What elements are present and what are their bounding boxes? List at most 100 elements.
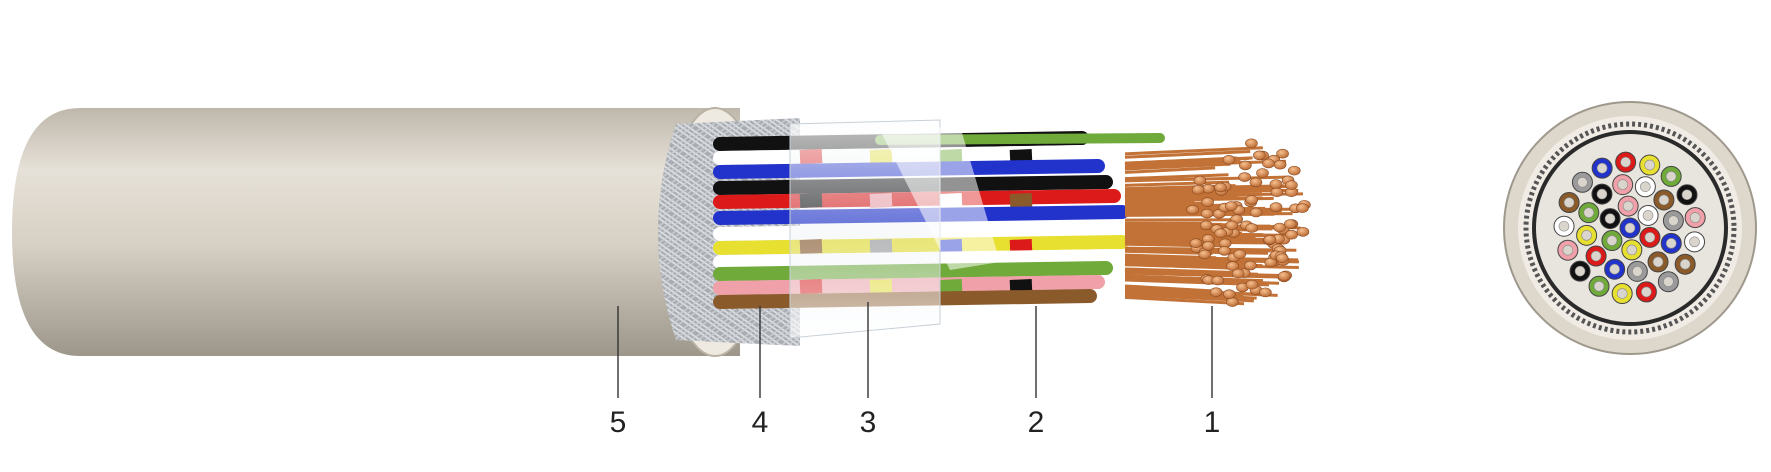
cross-section-conductor <box>1609 263 1620 275</box>
conductor-end <box>1218 246 1231 256</box>
conductor-strand <box>1124 159 1286 168</box>
callout-label-2: 2 <box>1028 406 1045 439</box>
conductor-end <box>1222 289 1236 299</box>
cross-section-conductor <box>1658 194 1670 206</box>
conductor-end <box>1256 168 1269 178</box>
conductor-strand <box>1124 201 1213 206</box>
cross-section-conductor <box>1562 244 1574 256</box>
cross-section-conductor <box>1642 210 1654 221</box>
conductor-end <box>1209 287 1223 297</box>
conductor-strand <box>1124 260 1263 268</box>
wire-stripe <box>939 279 963 294</box>
cross-section-conductor <box>1624 222 1636 234</box>
conductor-strand <box>1124 199 1195 205</box>
cross-section-conductor <box>1681 189 1693 201</box>
conductor-end <box>1186 204 1199 215</box>
part-callouts: 1 2 3 4 5 <box>610 302 1221 439</box>
conductor-end <box>1259 287 1272 298</box>
conductor-end <box>1224 201 1238 211</box>
cross-section-conductor <box>1665 171 1677 182</box>
cross-section-conductor <box>1641 286 1652 298</box>
cross-section-conductor <box>1663 276 1674 288</box>
conductor-end <box>1264 257 1278 268</box>
conductor-end <box>1239 160 1252 171</box>
conductor-end <box>1214 228 1227 239</box>
cross-section-conductor <box>1644 232 1656 243</box>
conductor-end <box>1200 208 1214 219</box>
conductor-strand <box>1124 192 1262 198</box>
cross-section-conductor <box>1558 220 1570 232</box>
cable-cross-section <box>1503 101 1757 355</box>
callout-label-1: 1 <box>1204 406 1221 439</box>
conductor-end <box>1273 222 1286 233</box>
cross-section-conductor <box>1581 230 1592 241</box>
conductor-end <box>1249 207 1263 218</box>
conductor-strand <box>1124 158 1241 167</box>
conductor-strand <box>1124 295 1245 306</box>
cross-section-conductor <box>1596 188 1608 200</box>
cross-section-conductor <box>1563 197 1575 208</box>
conductor-end <box>1253 150 1266 161</box>
conductor-end <box>1273 159 1287 170</box>
callout-label-4: 4 <box>752 406 769 439</box>
cross-section-conductor <box>1604 213 1616 224</box>
conductor-end <box>1193 175 1207 186</box>
cross-section-conductor <box>1679 258 1691 270</box>
conductor-end <box>1276 148 1289 159</box>
conductor-end <box>1296 227 1310 237</box>
callout-label-5: 5 <box>610 406 627 439</box>
cross-section-conductor <box>1617 179 1628 190</box>
conductor-end <box>1285 229 1298 240</box>
conductor-end <box>1199 220 1213 231</box>
callout-label-3: 3 <box>860 406 877 439</box>
conductor-end <box>1283 219 1297 229</box>
cross-section-conductor <box>1574 265 1586 277</box>
conductor-end <box>1277 271 1291 281</box>
cross-section-conductor <box>1632 266 1643 277</box>
conductor-end <box>1211 275 1225 286</box>
conductor-strand <box>1124 248 1201 254</box>
foil-wrap <box>789 119 1000 339</box>
cross-section-conductor <box>1622 200 1634 212</box>
conductor-end <box>1245 223 1258 233</box>
conductor-end <box>1244 260 1257 271</box>
conductor-strand <box>1124 259 1248 266</box>
conductor-end <box>1245 279 1259 290</box>
cross-section-conductor <box>1583 207 1595 218</box>
conductor-end <box>1226 261 1239 271</box>
conductor-end <box>1245 195 1259 205</box>
wire-stripe <box>1009 279 1033 294</box>
copper-conductors <box>1124 138 1311 307</box>
cross-section-conductor <box>1590 250 1602 262</box>
wire-stripe <box>1009 149 1033 164</box>
conductor-end <box>1287 165 1301 176</box>
conductor-end <box>1270 187 1284 197</box>
conductor-end <box>1189 238 1203 249</box>
wire-stripe <box>1009 239 1033 254</box>
conductor-end <box>1201 197 1214 207</box>
conductor-end <box>1275 253 1289 263</box>
cross-section-conductor <box>1652 256 1664 268</box>
conductor-end <box>1222 154 1236 165</box>
cross-section-conductor <box>1644 159 1656 171</box>
cross-section-conductor <box>1689 212 1701 223</box>
conductor-end <box>1285 180 1298 190</box>
conductor-end <box>1262 158 1275 169</box>
conductor-end <box>1269 202 1283 212</box>
conductor-end <box>1263 234 1277 245</box>
cross-section-conductor <box>1620 156 1631 168</box>
conductor-strand <box>1124 267 1247 275</box>
cross-section-conductor <box>1626 244 1638 256</box>
conductor-strand <box>1124 146 1263 156</box>
conductor-end <box>1225 220 1239 231</box>
conductor-end <box>1214 182 1227 193</box>
conductor-end <box>1296 203 1309 213</box>
conductor-strand <box>1124 173 1229 181</box>
cross-section-conductor <box>1596 162 1608 174</box>
cross-section-conductor <box>1665 238 1677 249</box>
cross-section-conductor <box>1689 236 1700 248</box>
conductor-strand <box>1124 203 1197 208</box>
conductor-strand <box>1124 274 1264 283</box>
cross-section-conductor <box>1668 215 1679 226</box>
